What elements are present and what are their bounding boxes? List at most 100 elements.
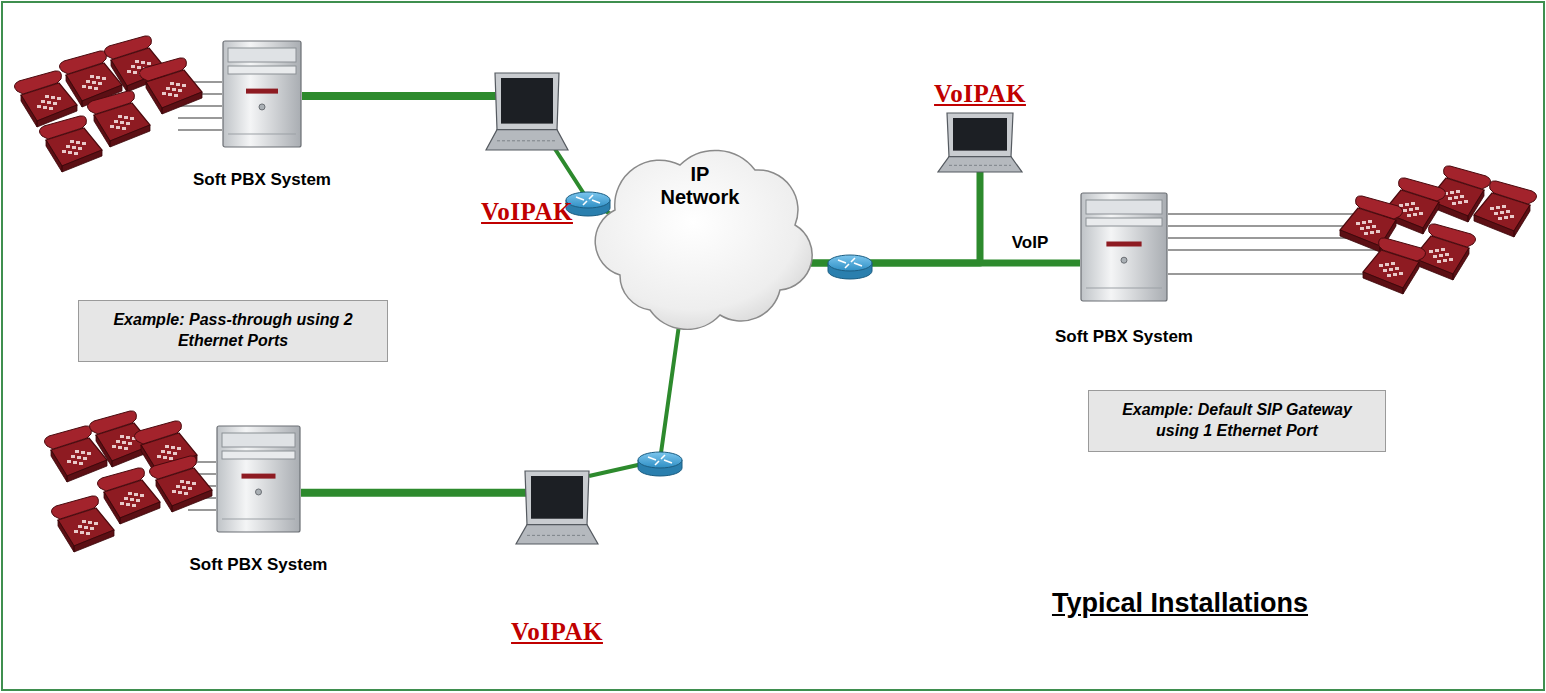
label-holder: Soft PBX System [1055, 327, 1193, 347]
laptop-keys [497, 140, 557, 141]
phone-handset [59, 51, 106, 74]
phone-key [167, 451, 171, 454]
phone-base [46, 140, 102, 172]
link-label: VoIP [1010, 233, 1051, 253]
phone-key [1502, 205, 1506, 208]
phone-key [170, 82, 174, 85]
server-shape [1080, 192, 1168, 302]
phone-key [66, 145, 70, 148]
phone-key [184, 492, 188, 495]
phone-key [82, 520, 86, 523]
phone-key [74, 152, 78, 155]
phone-cord [1168, 249, 1385, 251]
router-top [638, 452, 682, 468]
logo-text: VoIPAK [511, 618, 603, 646]
phone-key [1441, 248, 1445, 251]
phone-key [88, 86, 92, 89]
phone-key [166, 87, 170, 90]
phone-key [1415, 207, 1419, 210]
phone-key [71, 455, 75, 458]
server-case [223, 41, 301, 147]
phone-key [73, 461, 77, 464]
phone-key [1500, 211, 1504, 214]
logo-text: VoIPAK [481, 198, 573, 226]
phone-key [72, 146, 76, 149]
phone-key [1368, 220, 1372, 223]
phone-key [1435, 249, 1439, 252]
telephone-icon [97, 468, 160, 524]
laptop-screen [953, 118, 1007, 151]
phone-key [1445, 253, 1449, 256]
router-icon [638, 452, 682, 476]
phone-key [83, 457, 87, 460]
server-case [1081, 193, 1167, 301]
phone-key [1496, 206, 1500, 209]
router-arrows [648, 455, 672, 465]
phone-key [1452, 202, 1456, 205]
phone-key [1443, 259, 1447, 262]
title-holder: Typical Installations [1052, 588, 1308, 619]
phone-key [1372, 225, 1376, 228]
server-display [242, 474, 276, 479]
phone-key [1458, 201, 1462, 204]
phone-key [118, 115, 122, 118]
phone-handset [1490, 181, 1537, 204]
phone-cord [188, 509, 216, 511]
phone-key [88, 521, 92, 524]
phone-key [1385, 263, 1389, 266]
diagram-title: Typical Installations [1052, 588, 1308, 619]
phone-key [163, 456, 167, 459]
phone-key [128, 442, 132, 445]
system-label: Soft PBX System [1055, 327, 1193, 347]
phone-base [156, 480, 212, 512]
phone-key [81, 451, 85, 454]
laptop-shape [937, 112, 1023, 174]
phone-key [124, 447, 128, 450]
phone-key [102, 77, 106, 80]
phone-key [1366, 226, 1370, 229]
server-bay [222, 451, 295, 459]
telephone-icon [51, 496, 114, 552]
laptop-base [486, 130, 568, 150]
phone-key [1364, 232, 1368, 235]
note-box: Example: Pass-through using 2 Ethernet P… [78, 300, 388, 362]
phone-key [45, 95, 49, 98]
phone-key [76, 141, 80, 144]
phone-handset [139, 58, 186, 81]
phone-handset [149, 456, 196, 479]
server-display [246, 89, 278, 94]
phone-key [177, 447, 181, 450]
phone-key [1456, 190, 1460, 193]
phone-key [1437, 260, 1441, 263]
phone-key [168, 93, 172, 96]
phone-key [1370, 231, 1374, 234]
phone-key [78, 525, 82, 528]
phone-key [162, 92, 166, 95]
phone-base [58, 520, 114, 552]
phone-key [124, 116, 128, 119]
phone-key [114, 120, 118, 123]
server-bay [228, 66, 296, 74]
phone-key [1407, 214, 1411, 217]
logo-text: VoIPAK [934, 80, 1026, 108]
phone-key [176, 83, 180, 86]
phone-key [126, 436, 130, 439]
phone-key [70, 140, 74, 143]
phone-key [122, 441, 126, 444]
phone-handset [1429, 224, 1476, 247]
phone-key [128, 492, 132, 495]
phone-key [132, 504, 136, 507]
phone-key [165, 445, 169, 448]
phone-handset [14, 71, 61, 94]
network-link [800, 172, 980, 263]
phone-handset [1444, 166, 1491, 189]
phone-key [126, 503, 130, 506]
phone-key [94, 522, 98, 525]
telephone-icon [39, 116, 102, 172]
phone-key [172, 490, 176, 493]
phone-key [124, 497, 128, 500]
phone-key [78, 147, 82, 150]
phone-key [135, 60, 139, 63]
